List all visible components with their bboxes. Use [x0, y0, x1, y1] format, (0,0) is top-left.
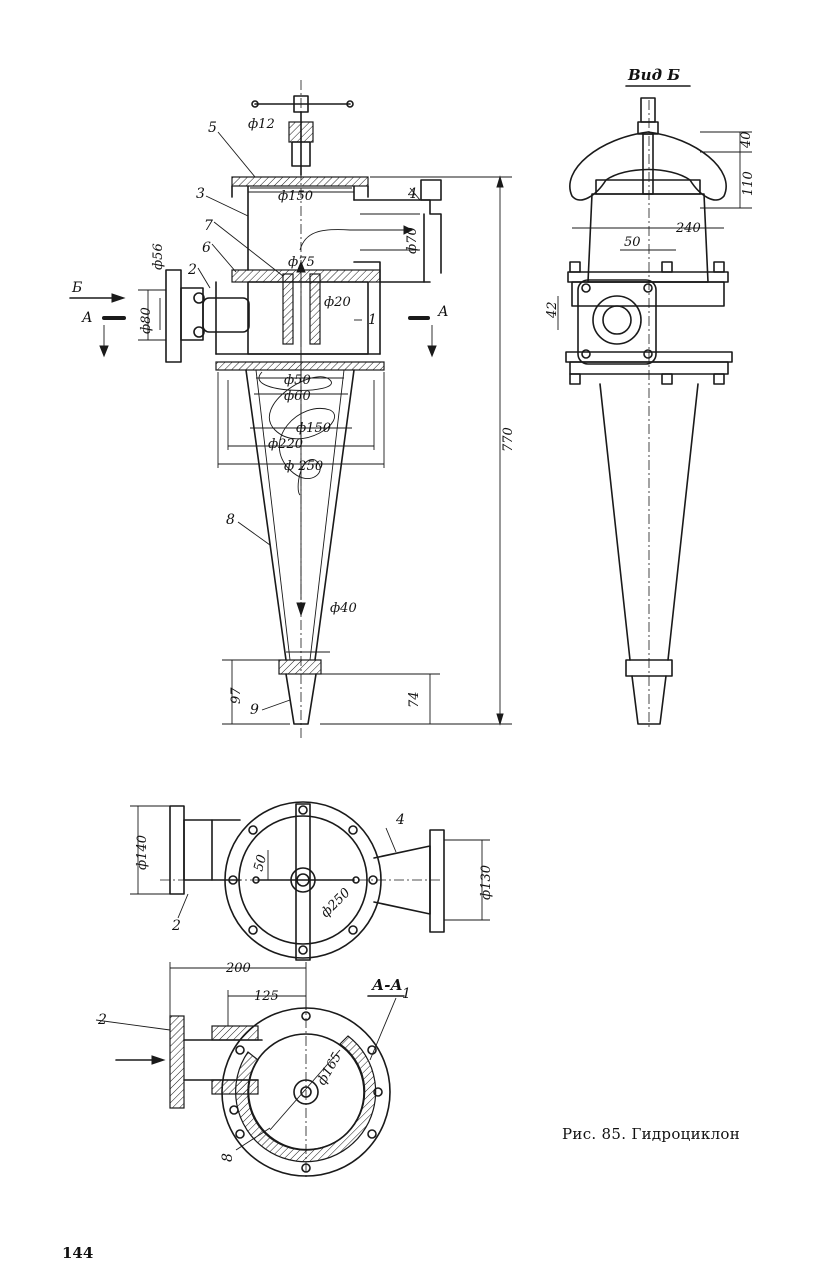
dim-d60: ф60	[284, 389, 311, 404]
dim-p250: ф250	[318, 885, 353, 920]
dim-p50: 50	[251, 853, 270, 873]
section-title: А-А	[371, 976, 403, 994]
dim-vb42: 42	[545, 301, 560, 319]
section-mark-a-left: А	[81, 310, 93, 326]
figure-caption: Рис. 85. Гидроциклон	[562, 1125, 741, 1143]
dim-h74: 74	[407, 691, 422, 708]
dim-vb240: 240	[675, 221, 701, 236]
plan-view: ф140 ф130 50 ф250 4 2	[130, 801, 494, 961]
part-label-5: 5	[208, 120, 217, 136]
front-view: 5 3 7 6 2 1 4 8 9 Б А А ф12 ф150 ф70 ф75…	[69, 80, 516, 740]
part-label-4-front: 4	[407, 186, 417, 202]
dim-d150-mid: ф150	[296, 421, 331, 436]
dim-s200: 200	[225, 961, 251, 976]
dim-d75: ф75	[288, 255, 315, 270]
dim-s165: ф165	[314, 1050, 344, 1088]
dim-d80: ф80	[139, 307, 154, 334]
part-label-4-plan: 4	[395, 812, 405, 828]
part-label-2-plan: 2	[171, 918, 181, 934]
dim-d70: ф70	[405, 227, 420, 254]
part-label-1-section: 1	[402, 986, 411, 1002]
section-a-a: А-А 200 125 ф165 2	[95, 961, 411, 1180]
part-label-6: 6	[202, 240, 211, 256]
part-label-2-section: 2	[97, 1012, 107, 1028]
page-number: 144	[62, 1244, 94, 1262]
part-label-7: 7	[204, 218, 213, 234]
section-mark-a-right: А	[437, 304, 449, 320]
dim-d20: ф20	[324, 295, 351, 310]
dim-vb110: 110	[741, 171, 756, 196]
dim-d56: ф56	[151, 243, 166, 270]
dim-p140: ф140	[135, 835, 150, 870]
part-label-1-front: 1	[368, 312, 377, 328]
dim-d50: ф50	[284, 373, 311, 388]
dim-d250: ф 250	[284, 459, 323, 474]
dim-d220: ф220	[268, 437, 303, 452]
part-label-9: 9	[250, 702, 259, 718]
view-b-title: Вид Б	[627, 66, 680, 84]
section-mark-b: Б	[71, 280, 82, 296]
part-label-3: 3	[196, 186, 205, 202]
dim-h97: 97	[229, 687, 244, 704]
dim-h770: 770	[501, 427, 516, 452]
dim-d150-top: ф150	[278, 189, 313, 204]
part-label-8-front: 8	[226, 512, 235, 528]
part-label-2-front: 2	[187, 262, 197, 278]
part-label-8-section: 8	[220, 1153, 236, 1162]
dim-p130: ф130	[479, 865, 494, 900]
view-b: Вид Б	[545, 66, 756, 730]
dim-d12: ф12	[248, 117, 275, 132]
dim-s125: 125	[254, 989, 279, 1004]
dim-d40: ф40	[330, 601, 357, 616]
dim-vb40: 40	[739, 131, 754, 149]
dim-vb50: 50	[624, 235, 641, 250]
